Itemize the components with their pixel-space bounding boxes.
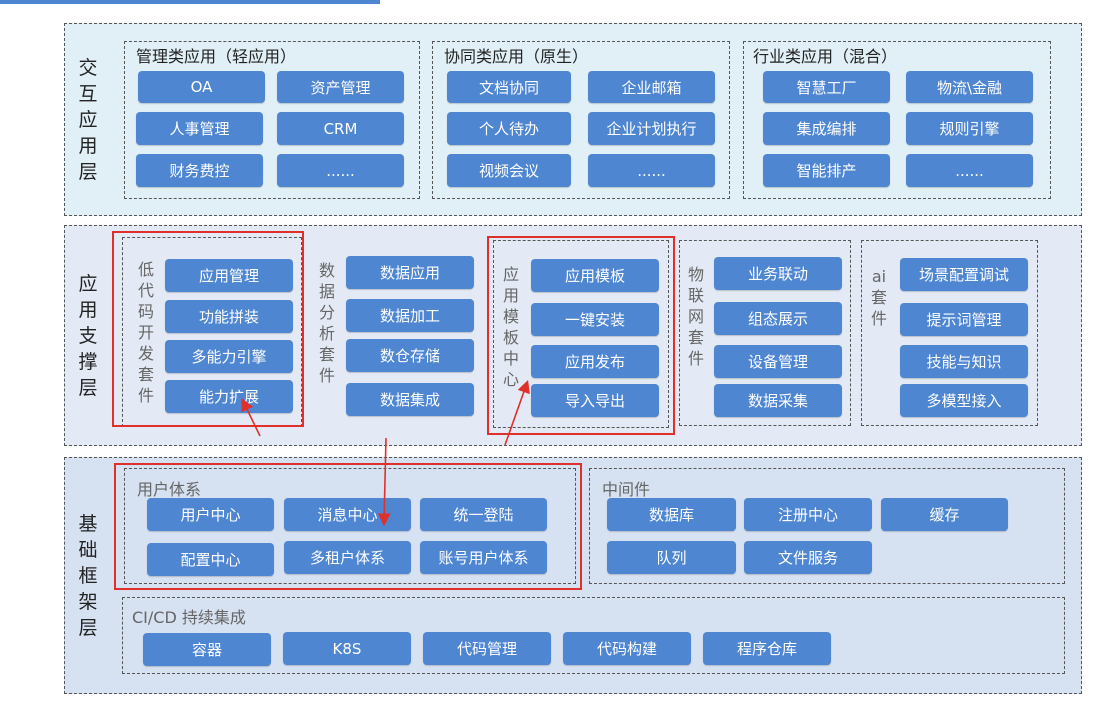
infra-chip-multi-tenant[interactable]: 多租户体系: [284, 541, 411, 574]
highlight-box-template-center: [487, 236, 675, 435]
kit-chip-multi-model[interactable]: 多模型接入: [900, 384, 1028, 417]
infra-chip-sso[interactable]: 统一登陆: [420, 498, 547, 531]
arrow-to-capability-extension: [241, 398, 261, 437]
kit-chip-app-template[interactable]: 应用模板: [531, 259, 659, 292]
kit-chip-data-application[interactable]: 数据应用: [346, 256, 474, 289]
app-chip-doc-collab[interactable]: 文档协同: [447, 71, 571, 103]
kit-chip-prompt-management[interactable]: 提示词管理: [900, 303, 1028, 336]
app-chip-crm[interactable]: CRM: [277, 112, 404, 145]
arrow-to-message-center: [377, 437, 391, 527]
kit-chip-business-linkage[interactable]: 业务联动: [714, 257, 842, 290]
ai-kit-title: ai 套 件: [870, 266, 887, 328]
user-system-title: 用户体系: [137, 480, 202, 499]
middleware-title: 中间件: [602, 480, 651, 499]
highlight-box-lowcode: [112, 231, 304, 427]
kit-chip-import-export[interactable]: 导入导出: [531, 384, 659, 417]
management-apps-title: 管理类应用（轻应用）: [136, 47, 297, 66]
interaction-layer-title: 交 互 应 用 层: [78, 56, 98, 183]
kit-chip-capability-extension[interactable]: 能力扩展: [165, 380, 293, 413]
app-chip-rules[interactable]: 规则引擎: [906, 112, 1033, 145]
infra-chip-account-users[interactable]: 账号用户体系: [420, 541, 547, 574]
infra-chip-code-build[interactable]: 代码构建: [563, 632, 691, 665]
cicd-group: [122, 597, 1065, 674]
infra-chip-k8s[interactable]: K8S: [283, 632, 411, 665]
infra-chip-queue[interactable]: 队列: [607, 541, 736, 574]
infra-chip-file-service[interactable]: 文件服务: [744, 541, 872, 574]
kit-chip-function-assembly[interactable]: 功能拼装: [165, 300, 293, 333]
kit-chip-app-publish[interactable]: 应用发布: [531, 345, 659, 378]
kit-chip-one-click-install[interactable]: 一键安装: [531, 303, 659, 336]
kit-chip-data-processing[interactable]: 数据加工: [346, 299, 474, 332]
middleware-group: [589, 468, 1065, 584]
infra-chip-cache[interactable]: 缓存: [881, 498, 1008, 531]
infra-chip-user-center[interactable]: 用户中心: [147, 498, 274, 531]
infra-chip-container[interactable]: 容器: [143, 633, 271, 666]
kit-chip-device-management[interactable]: 设备管理: [714, 345, 842, 378]
kit-chip-app-management[interactable]: 应用管理: [165, 259, 293, 292]
app-chip-video[interactable]: 视频会议: [447, 154, 571, 187]
data-analysis-kit-title: 数 据 分 析 套 件: [318, 261, 335, 385]
kit-chip-data-collection[interactable]: 数据采集: [714, 384, 842, 417]
infra-chip-config-center[interactable]: 配置中心: [147, 543, 274, 576]
app-chip-asset[interactable]: 资产管理: [277, 71, 404, 103]
foundation-layer-title: 基 础 框 架 层: [78, 512, 98, 639]
kit-chip-multi-engine[interactable]: 多能力引擎: [165, 340, 293, 373]
iot-kit-title: 物 联 网 套 件: [687, 264, 704, 368]
ai-kit-group: [861, 240, 1038, 426]
kit-chip-scene-config[interactable]: 场景配置调试: [900, 258, 1028, 291]
arrow-to-app-publish: [504, 379, 530, 446]
app-chip-factory[interactable]: 智慧工厂: [763, 71, 890, 103]
industry-apps-group: [743, 41, 1051, 199]
template-center-group: [493, 240, 669, 428]
management-apps-group: [124, 41, 420, 199]
iot-kit-group: [679, 240, 851, 426]
header-accent-bar: [0, 0, 380, 4]
app-chip-logistics[interactable]: 物流\金融: [906, 71, 1033, 103]
infra-chip-registry[interactable]: 注册中心: [744, 498, 872, 531]
app-chip-mail[interactable]: 企业邮箱: [588, 71, 715, 103]
app-chip-hr[interactable]: 人事管理: [136, 112, 263, 145]
kit-chip-skills-knowledge[interactable]: 技能与知识: [900, 345, 1028, 378]
template-center-title: 应 用 模 板 中 心: [502, 265, 519, 389]
app-chip-finance[interactable]: 财务费控: [136, 154, 263, 187]
app-chip-orchestration[interactable]: 集成编排: [763, 112, 890, 145]
kit-chip-data-integration[interactable]: 数据集成: [346, 383, 474, 416]
collaboration-apps-title: 协同类应用（原生）: [444, 47, 589, 66]
user-system-group: [124, 468, 576, 584]
kit-chip-configuration-display[interactable]: 组态展示: [714, 302, 842, 335]
infra-chip-artifact-repo[interactable]: 程序仓库: [703, 632, 831, 665]
highlight-box-user-system: [114, 463, 582, 590]
cicd-title: CI/CD 持续集成: [132, 608, 246, 627]
app-chip-plan[interactable]: 企业计划执行: [588, 112, 715, 145]
app-chip-more[interactable]: ......: [906, 154, 1033, 187]
kit-chip-data-warehouse[interactable]: 数仓存储: [346, 339, 474, 372]
app-chip-todo[interactable]: 个人待办: [447, 112, 571, 145]
support-layer-title: 应 用 支 撑 层: [78, 272, 98, 399]
app-chip-more[interactable]: ......: [277, 154, 404, 187]
infra-chip-code-management[interactable]: 代码管理: [423, 632, 551, 665]
collaboration-apps-group: [432, 41, 730, 199]
app-chip-more[interactable]: ......: [588, 154, 715, 187]
app-chip-oa[interactable]: OA: [138, 71, 265, 103]
infra-chip-database[interactable]: 数据库: [607, 498, 736, 531]
industry-apps-title: 行业类应用（混合）: [753, 47, 898, 66]
lowcode-kit-title: 低 代 码 开 发 套 件: [137, 259, 154, 405]
app-chip-scheduling[interactable]: 智能排产: [763, 154, 890, 187]
